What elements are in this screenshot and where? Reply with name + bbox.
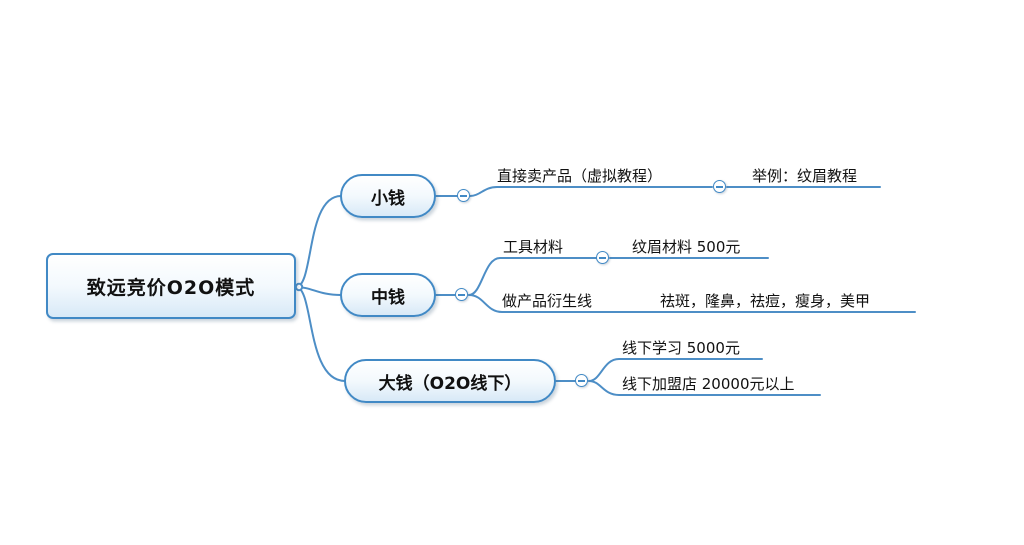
collapse-badge-small-money[interactable]: [457, 189, 470, 202]
collapse-badge-big-money[interactable]: [575, 374, 588, 387]
topic-derivative-services[interactable]: 祛斑，隆鼻，祛痘，瘦身，美甲: [660, 292, 871, 310]
collapse-badge-direct-sell[interactable]: [713, 180, 726, 193]
branch-node-big-money[interactable]: 大钱（O2O线下）: [344, 359, 556, 403]
connector-direct-sell-underline: [469, 186, 713, 197]
branch-node-medium-money[interactable]: 中钱: [340, 273, 436, 317]
root-connection-port: [294, 282, 304, 292]
root-node[interactable]: 致远竞价O2O模式: [46, 253, 296, 319]
topic-tool-materials[interactable]: 工具材料: [503, 238, 564, 256]
connector-derivative-underline: [468, 294, 916, 313]
collapse-badge-tool-materials[interactable]: [596, 251, 609, 264]
topic-offline-learning-price[interactable]: 线下学习 5000元: [622, 339, 740, 357]
topic-offline-franchise-price[interactable]: 线下加盟店 20000元以上: [622, 375, 795, 393]
topic-product-derivative-line[interactable]: 做产品衍生线: [502, 292, 593, 310]
topic-example-eyebrow-tutorial[interactable]: 举例：纹眉教程: [752, 167, 858, 185]
connector-offline-franchise-underline: [588, 380, 821, 396]
topic-eyebrow-materials-price[interactable]: 纹眉材料 500元: [632, 238, 741, 256]
branch-node-small-money[interactable]: 小钱: [340, 174, 436, 218]
connector-root-to-small-money: [295, 195, 342, 288]
topic-direct-sell-product[interactable]: 直接卖产品（虚拟教程）: [497, 167, 663, 185]
connector-offline-learning-underline: [588, 358, 763, 382]
connector-tool-materials-underline: [468, 257, 597, 296]
collapse-badge-medium-money[interactable]: [455, 288, 468, 301]
connector-root-to-big-money: [295, 286, 346, 382]
